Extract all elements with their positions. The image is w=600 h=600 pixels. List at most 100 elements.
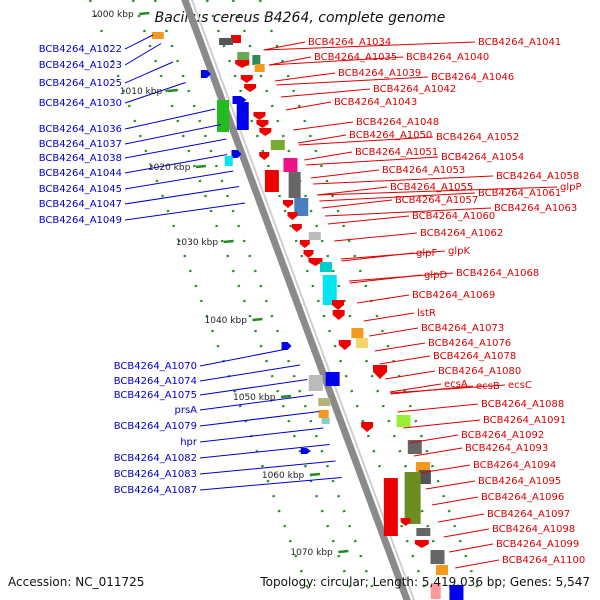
right-leader-line [340, 250, 446, 260]
right-gene-label: BCB4264_A1048 [356, 117, 439, 128]
left-gene-label: BCB4264_A1036 [39, 124, 122, 135]
gene-block [283, 158, 298, 172]
right-leader-line [449, 543, 494, 553]
right-gene-label: BCB4264_A1050 [349, 130, 432, 141]
gene-arrow-reverse [235, 60, 250, 68]
gene-arrow-forward [232, 96, 247, 104]
right-gene-label: BCB4264_A1034 [308, 37, 391, 48]
right-leader-line [268, 56, 312, 66]
gene-block [325, 372, 340, 386]
right-gene-label: glpF [416, 248, 437, 259]
left-gene-label: BCB4264_A1030 [39, 98, 122, 109]
gene-block [383, 478, 398, 536]
gene-arrow-reverse [240, 75, 253, 83]
right-gene-label: lstR [417, 308, 436, 319]
scale-label: 1020 kbp [148, 163, 191, 173]
right-leader-line [313, 175, 494, 185]
left-leader-line [124, 34, 154, 50]
right-gene-label: ecsB [476, 381, 500, 392]
map-title: Bacillus cereus B4264, complete genome [154, 10, 446, 26]
right-leader-line [425, 480, 476, 490]
left-gene-label: BCB4264_A1075 [114, 390, 197, 401]
gene-arrow-reverse [338, 340, 351, 350]
right-gene-label: BCB4264_A1078 [433, 351, 516, 362]
left-gene-label: BCB4264_A1044 [39, 168, 122, 179]
gene-block [294, 198, 309, 216]
right-gene-label: BCB4264_A1062 [420, 228, 503, 239]
left-leader-line [124, 61, 174, 84]
gene-arrow-forward [300, 448, 311, 454]
right-gene-label: BCB4264_A1063 [494, 203, 577, 214]
right-leader-line [298, 136, 434, 146]
left-gene-label: prsA [174, 405, 197, 416]
gene-block [449, 585, 464, 600]
left-leader-line [199, 394, 314, 411]
right-gene-label: BCB4264_A1076 [428, 338, 511, 349]
right-gene-label: BCB4264_A1053 [382, 165, 465, 176]
gene-block [430, 550, 445, 564]
left-gene-label: BCB4264_A1025 [39, 78, 122, 89]
gene-arrow-reverse [361, 422, 374, 432]
scale-tick [167, 88, 178, 93]
right-gene-label: BCB4264_A1052 [436, 132, 519, 143]
gene-block [436, 565, 449, 575]
right-gene-label: glpD [424, 270, 447, 281]
right-leader-line [306, 156, 439, 166]
gene-arrow-reverse [259, 152, 270, 160]
right-leader-line [293, 121, 354, 131]
genome-backbone [181, 0, 416, 600]
left-leader-line [124, 138, 227, 159]
backbone-edge [190, 0, 416, 600]
left-leader-line [124, 186, 240, 205]
gene-arrow-reverse [287, 212, 298, 220]
left-leader-line [124, 170, 234, 190]
scale-tick [309, 472, 320, 477]
right-gene-label: BCB4264_A1040 [406, 52, 489, 63]
left-gene-label: BCB4264_A1047 [39, 199, 122, 210]
scale-label: 1010 kbp [120, 87, 163, 97]
right-leader-line [263, 41, 476, 51]
left-leader-line [199, 379, 308, 396]
right-leader-line [274, 72, 336, 82]
gene-block [318, 398, 331, 406]
right-leader-line [419, 464, 471, 474]
right-gene-label: BCB4264_A1057 [395, 195, 478, 206]
right-leader-line [304, 151, 353, 161]
gene-arrow-forward [281, 342, 292, 350]
gene-arrow-reverse [253, 112, 266, 120]
topology-summary: Topology: circular; Length: 5,419,036 bp… [260, 575, 590, 589]
gene-block [264, 170, 279, 192]
left-gene-label: BCB4264_A1070 [114, 361, 197, 372]
gene-arrow-reverse [283, 200, 293, 208]
right-leader-line [317, 186, 558, 196]
left-leader-line [199, 460, 336, 475]
scale-label: 1060 kbp [262, 471, 305, 481]
right-gene-label: BCB4264_A1096 [481, 492, 564, 503]
gene-block [219, 38, 234, 45]
right-gene-label: BCB4264_A1095 [478, 476, 561, 487]
gene-arrow-reverse [303, 250, 314, 258]
gene-block [356, 338, 369, 348]
gene-arrow-reverse [259, 128, 272, 136]
gene-block [396, 415, 411, 427]
left-gene-label: BCB4264_A1074 [114, 376, 197, 387]
gene-arrow-reverse [291, 224, 302, 232]
right-gene-label: BCB4264_A1060 [412, 211, 495, 222]
gene-block [288, 172, 301, 198]
left-leader-line [124, 82, 186, 104]
gene-arrow-reverse [400, 518, 411, 526]
gene-block [308, 375, 323, 391]
right-gene-label: BCB4264_A1035 [314, 52, 397, 63]
right-leader-line [319, 192, 476, 202]
right-leader-line [327, 215, 410, 225]
gene-block [416, 528, 431, 536]
right-leader-line [379, 355, 431, 365]
gene-block [217, 100, 229, 132]
right-leader-line [269, 56, 404, 66]
gene-block [418, 470, 431, 484]
left-leader-line [199, 411, 320, 427]
gene-block [404, 472, 421, 524]
